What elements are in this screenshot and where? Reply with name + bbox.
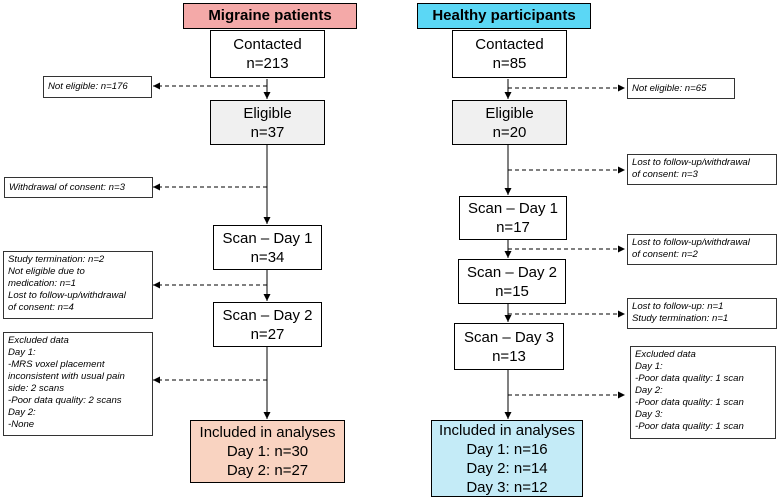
healthy-not-eligible: Not eligible: n=65 (627, 78, 735, 99)
migraine-header: Migraine patients (183, 3, 357, 29)
list-item: Study termination: n=2 (8, 254, 105, 265)
healthy-included-day2: Day 2: n=14 (466, 459, 548, 477)
healthy-day2-box: Scan – Day 2 n=15 (458, 259, 566, 304)
healthy-day1-label: Scan – Day 1 (467, 200, 559, 217)
list-item: Lost to follow-up: n=1 (632, 301, 724, 312)
list-item: Excluded data (635, 349, 696, 360)
migraine-included-day2: Day 2: n=27 (226, 462, 309, 479)
migraine-contacted-label: Contacted (233, 36, 302, 53)
migraine-eligible-label: Eligible (243, 104, 292, 122)
migraine-day2-n: n=27 (250, 325, 285, 343)
migraine-included-box: Included in analyses Day 1: n=30 Day 2: … (190, 420, 345, 483)
healthy-day3-label: Scan – Day 3 (463, 328, 555, 346)
healthy-contacted-box: Contacted n=85 (452, 30, 567, 78)
healthy-day2-n: n=15 (495, 282, 529, 300)
healthy-lost3: Lost to follow-up: n=1 Study termination… (627, 298, 777, 329)
list-item: -Poor data quality: 2 scans (8, 395, 122, 406)
healthy-day1-box: Scan – Day 1 n=17 (459, 196, 567, 240)
migraine-eligible-box: Eligible n=37 (210, 100, 325, 145)
migraine-included-label: Included in analyses (199, 424, 336, 441)
migraine-exclusions-day1: Study termination: n=2 Not eligible due … (3, 251, 153, 319)
healthy-contacted-label: Contacted (475, 36, 544, 53)
list-item: Lost to follow-up/withdrawal (632, 157, 750, 168)
list-item: -Poor data quality: 1 scan (635, 373, 744, 384)
list-item: Day 2: (635, 385, 663, 396)
healthy-included-label: Included in analyses (439, 421, 575, 439)
list-item: of consent: n=2 (632, 249, 698, 260)
migraine-day1-box: Scan – Day 1 n=34 (213, 225, 322, 270)
list-item: Day 1: (8, 347, 36, 358)
healthy-lost1: Lost to follow-up/withdrawal of consent:… (627, 154, 777, 185)
migraine-included-day1: Day 1: n=30 (226, 443, 309, 460)
list-item: Excluded data (8, 335, 69, 346)
list-item: -Poor data quality: 1 scan (635, 421, 744, 432)
list-item: Lost to follow-up/withdrawal (8, 290, 126, 301)
migraine-day1-n: n=34 (250, 248, 285, 266)
healthy-eligible-box: Eligible n=20 (452, 100, 567, 145)
healthy-day3-n: n=13 (492, 347, 526, 365)
list-item: Study termination: n=1 (632, 313, 729, 324)
migraine-day2-label: Scan – Day 2 (222, 306, 313, 324)
healthy-day3-box: Scan – Day 3 n=13 (454, 323, 564, 370)
list-item: Not eligible due to (8, 266, 85, 277)
list-item: -Poor data quality: 1 scan (635, 397, 744, 408)
healthy-day1-n: n=17 (496, 219, 530, 236)
healthy-contacted-n: n=85 (492, 55, 527, 72)
list-item: of consent: n=4 (8, 302, 74, 313)
list-item: side: 2 scans (8, 383, 64, 394)
healthy-included-day3: Day 3: n=12 (466, 478, 548, 496)
healthy-eligible-n: n=20 (492, 123, 527, 141)
migraine-withdrawal: Withdrawal of consent: n=3 (4, 177, 153, 198)
list-item: inconsistent with usual pain (8, 371, 125, 382)
list-item: -MRS voxel placement (8, 359, 105, 370)
migraine-eligible-n: n=37 (250, 123, 285, 141)
list-item: -None (8, 419, 35, 430)
list-item: Lost to follow-up/withdrawal (632, 237, 750, 248)
migraine-day2-box: Scan – Day 2 n=27 (213, 302, 322, 347)
healthy-eligible-label: Eligible (485, 104, 534, 122)
migraine-not-eligible: Not eligible: n=176 (43, 76, 152, 98)
list-item: Day 3: (635, 409, 663, 420)
list-item: medication: n=1 (8, 278, 76, 289)
list-item: Day 1: (635, 361, 663, 372)
migraine-excluded-data: Excluded data Day 1: -MRS voxel placemen… (3, 332, 153, 436)
healthy-day2-label: Scan – Day 2 (466, 263, 558, 281)
healthy-header: Healthy participants (417, 3, 591, 29)
migraine-day1-label: Scan – Day 1 (222, 229, 313, 247)
list-item: of consent: n=3 (632, 169, 698, 180)
list-item: Day 2: (8, 407, 36, 418)
migraine-contacted-box: Contacted n=213 (210, 30, 325, 78)
healthy-included-box: Included in analyses Day 1: n=16 Day 2: … (431, 420, 583, 497)
healthy-excluded-data: Excluded data Day 1: -Poor data quality:… (630, 346, 776, 439)
migraine-contacted-n: n=213 (246, 55, 289, 72)
healthy-included-day1: Day 1: n=16 (466, 440, 548, 458)
healthy-lost2: Lost to follow-up/withdrawal of consent:… (627, 234, 777, 265)
